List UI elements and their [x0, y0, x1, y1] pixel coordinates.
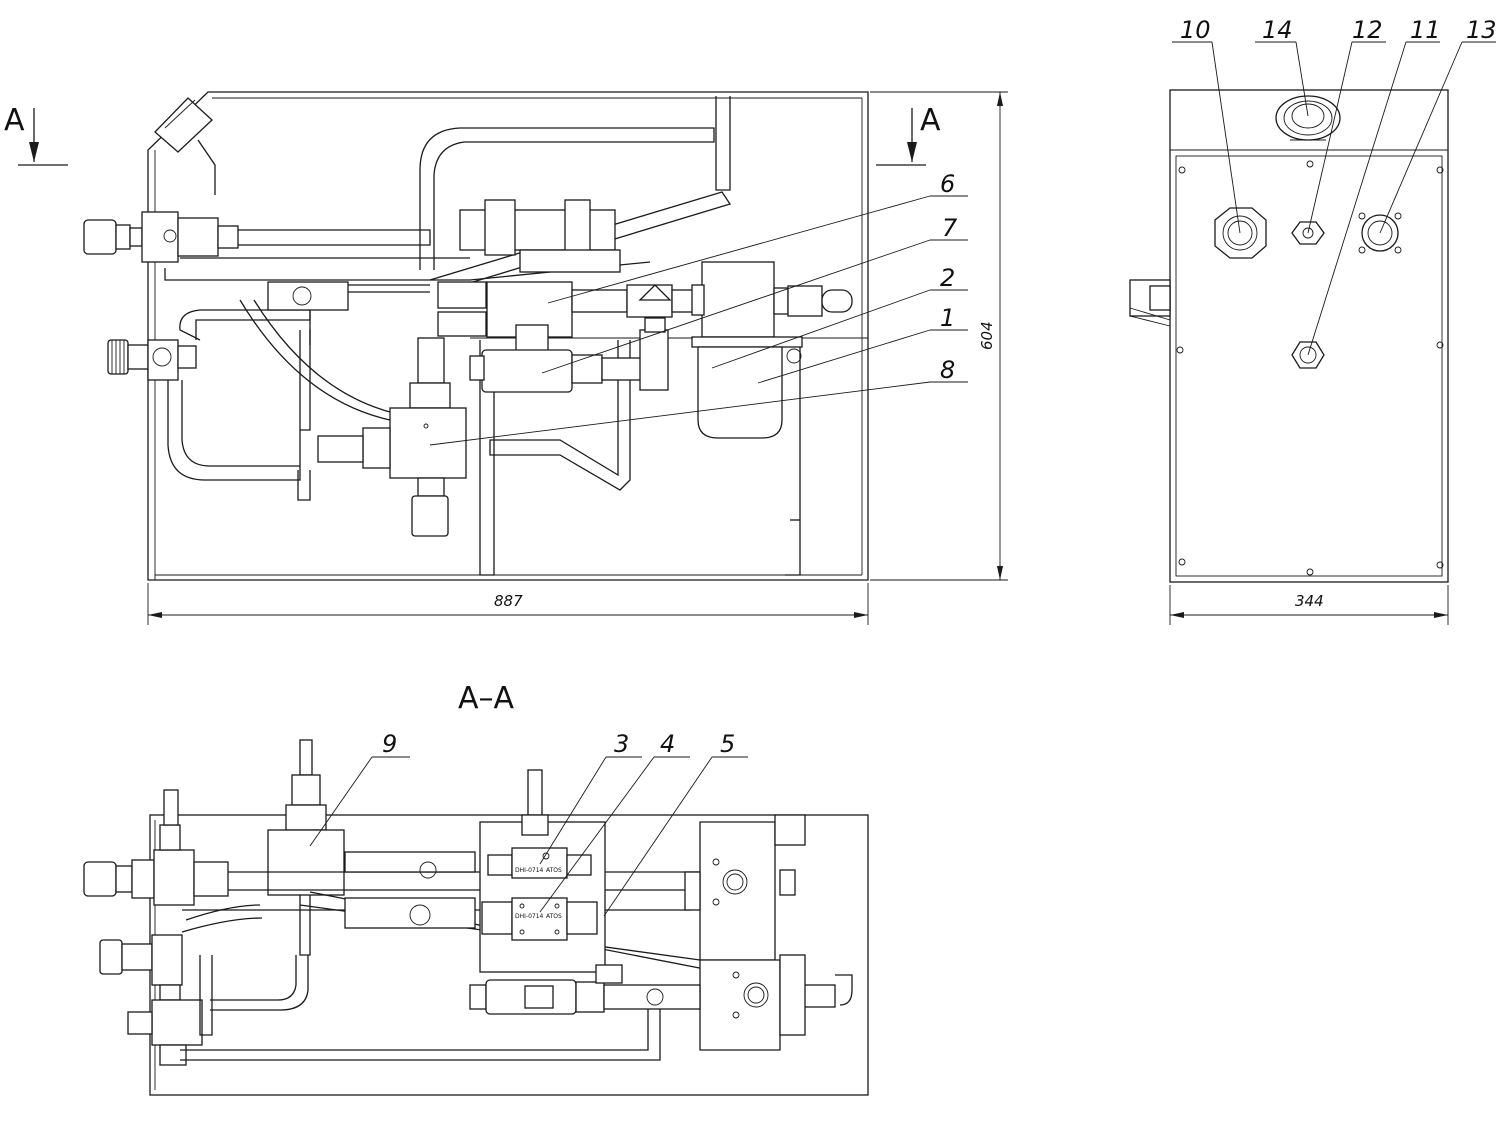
filter-assembly	[691, 261, 853, 439]
svg-text:3: 3	[614, 730, 629, 758]
callout-14: 14	[1255, 16, 1309, 117]
svg-text:A: A	[4, 103, 25, 138]
svg-text:14: 14	[1262, 16, 1293, 44]
left-valve-lower	[107, 339, 197, 381]
svg-text:A: A	[920, 103, 941, 138]
section-view: A–A	[83, 681, 869, 1096]
filler-cap	[1275, 95, 1341, 141]
callout-6: 6	[547, 170, 968, 304]
svg-text:5: 5	[720, 730, 735, 758]
callout-5: 5	[603, 730, 748, 917]
callout-10: 10	[1172, 16, 1241, 234]
svg-text:887: 887	[494, 592, 523, 610]
callout-7: 7	[541, 214, 968, 374]
callout-1: 1	[757, 304, 968, 384]
callout-11: 11	[1307, 16, 1441, 356]
dimension-side-width: 344	[1169, 585, 1449, 625]
svg-text:ATOS: ATOS	[546, 867, 562, 874]
section-solenoid	[469, 964, 701, 1015]
svg-text:7: 7	[942, 214, 958, 242]
section-title: A–A	[458, 681, 515, 716]
svg-text:8: 8	[940, 356, 955, 384]
callout-2: 2	[711, 264, 968, 369]
dimension-height: 604	[870, 91, 1008, 581]
svg-text:9: 9	[382, 730, 397, 758]
valve-stack-front	[267, 199, 703, 338]
tilted-gauge	[154, 97, 216, 195]
svg-text:4: 4	[660, 730, 675, 758]
callout-4: 4	[539, 730, 690, 913]
pressure-valve-block	[317, 337, 467, 537]
svg-text:11: 11	[1410, 16, 1441, 44]
section-block-9	[267, 739, 345, 896]
svg-text:2: 2	[940, 264, 955, 292]
section-left-valves	[83, 789, 229, 1066]
svg-text:DHI-0714: DHI-0714	[515, 867, 544, 874]
callout-3: 3	[539, 730, 642, 865]
svg-text:13: 13	[1466, 16, 1497, 44]
svg-text:10: 10	[1180, 16, 1211, 44]
level-gauge	[1214, 207, 1267, 259]
callout-9: 9	[309, 730, 410, 847]
section-marker-right: A	[876, 103, 941, 166]
svg-text:12: 12	[1352, 16, 1383, 44]
section-manifold	[684, 814, 853, 1051]
svg-text:344: 344	[1295, 592, 1324, 610]
callout-12: 12	[1307, 16, 1386, 234]
callout-8: 8	[429, 356, 968, 446]
section-valve-stack: DHI-0714 ATOS DHI-0714 ATOS	[344, 769, 606, 973]
front-view: A A 887 604	[4, 91, 1008, 625]
solenoid-valve	[469, 317, 669, 393]
side-view: 344 10 14 12 11 13	[1129, 16, 1497, 625]
side-bolts	[1176, 160, 1444, 576]
svg-text:ATOS: ATOS	[546, 913, 562, 920]
svg-text:6: 6	[940, 170, 955, 198]
svg-text:DHI-0714: DHI-0714	[515, 913, 544, 920]
svg-text:1: 1	[940, 304, 955, 332]
dimension-width: 887	[147, 583, 869, 625]
section-marker-left: A	[4, 103, 68, 166]
svg-text:604: 604	[978, 321, 996, 350]
callout-13: 13	[1379, 16, 1497, 234]
left-valve-upper	[83, 211, 239, 263]
